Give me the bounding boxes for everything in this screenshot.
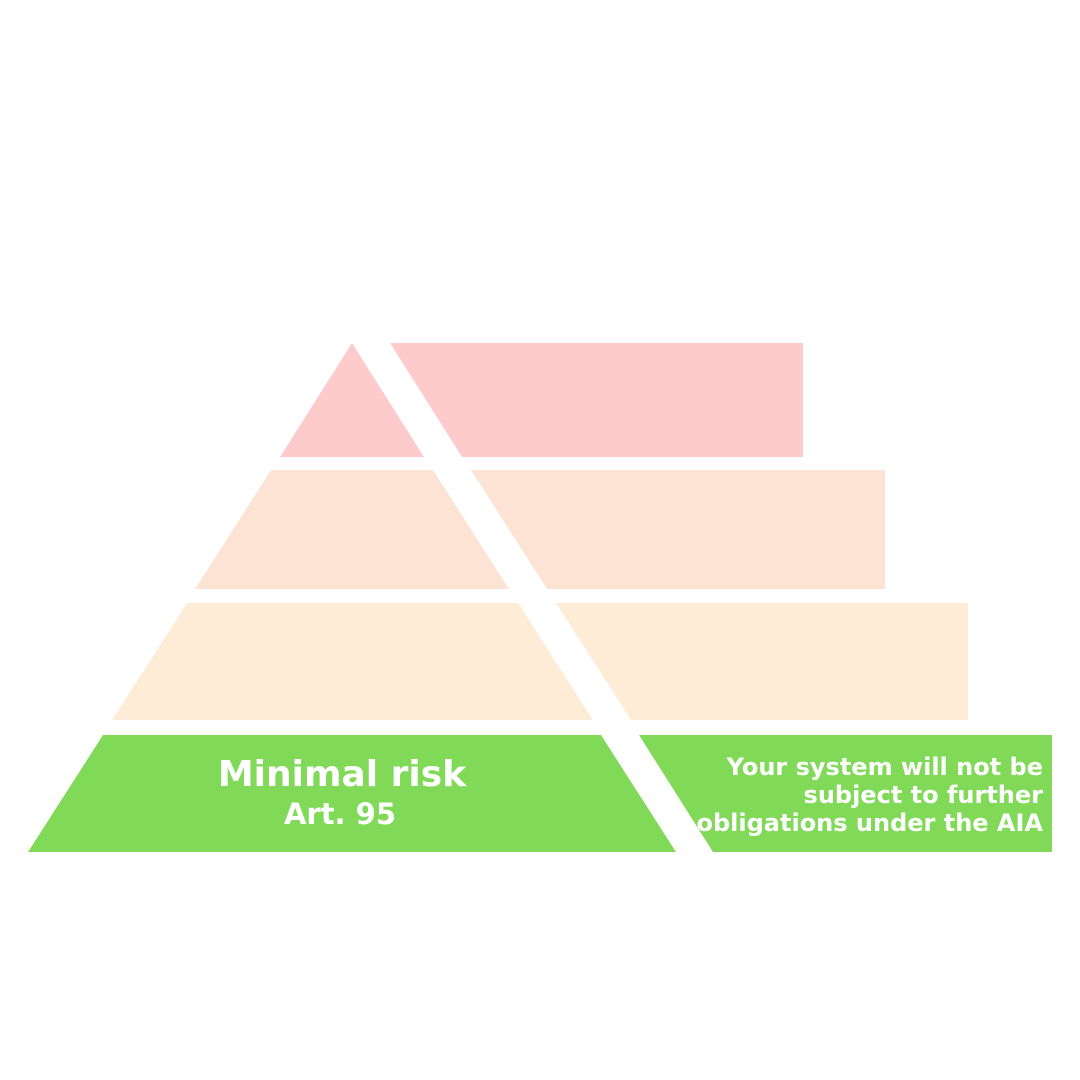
tier-unacceptable-pyramid-segment — [280, 343, 424, 457]
tier-minimal: Minimal risk Art. 95 Your system will no… — [28, 735, 1052, 852]
tier-high-description-panel — [471, 470, 885, 589]
tier-minimal-pyramid-segment — [28, 735, 676, 852]
tier-minimal-article: Art. 95 — [284, 797, 396, 831]
tier-minimal-title: Minimal risk — [218, 754, 467, 795]
tier-minimal-description-panel — [639, 735, 1052, 852]
tier-limited-description-panel — [556, 603, 968, 720]
tier-unacceptable-description-panel — [390, 343, 803, 457]
tier-unacceptable — [280, 343, 803, 457]
tier-limited — [112, 603, 968, 720]
tier-minimal-description-line-2: subject to further — [804, 781, 1044, 809]
tier-minimal-description-line-1: Your system will not be — [726, 753, 1043, 781]
tier-high — [195, 470, 885, 589]
tier-high-pyramid-segment — [195, 470, 509, 589]
tier-limited-pyramid-segment — [112, 603, 593, 720]
tier-minimal-description-line-3: obligations under the AIA — [697, 809, 1044, 837]
